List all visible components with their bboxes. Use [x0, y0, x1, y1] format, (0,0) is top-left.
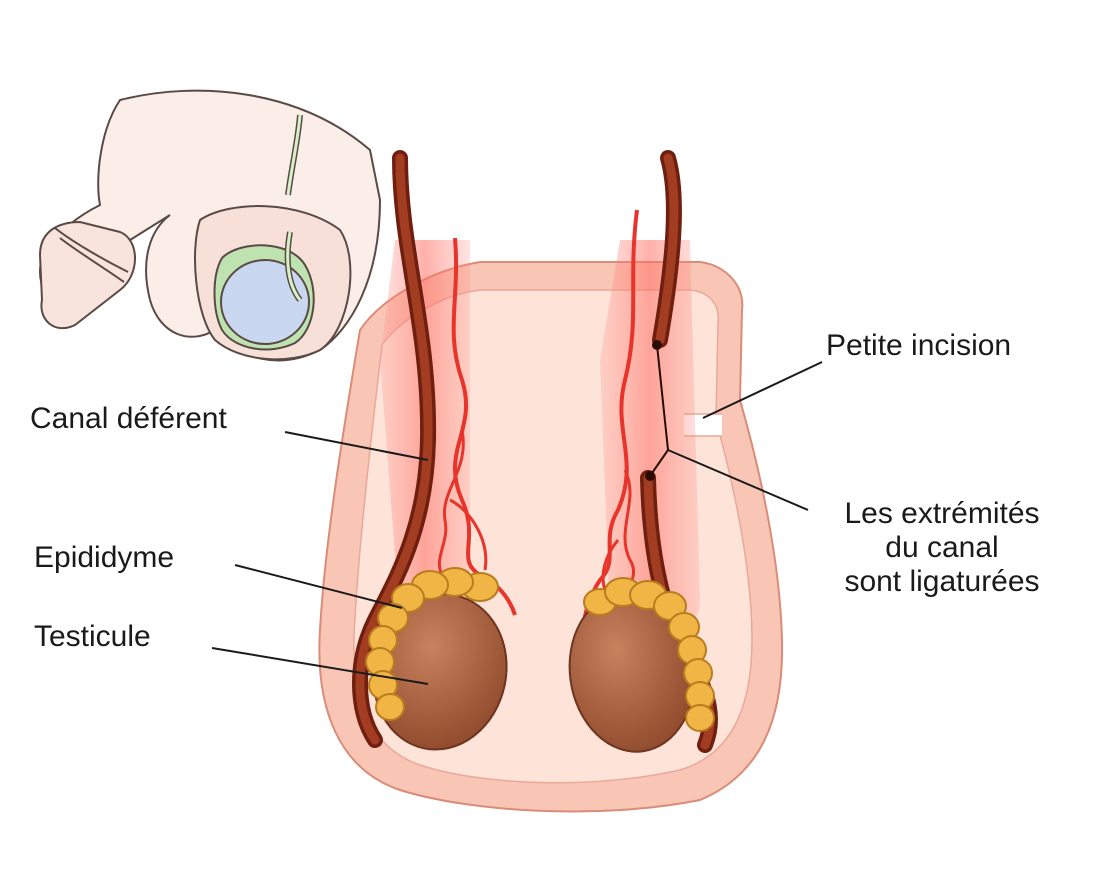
label-extremites-line-3: sont ligaturées [844, 565, 1040, 598]
leader-extremites [667, 449, 809, 511]
label-epididyme: Epididyme [34, 541, 175, 574]
inset-testis [220, 259, 310, 345]
label-testicule: Testicule [34, 620, 151, 653]
label-extremites-line-2: du canal [885, 531, 999, 564]
leader-lines [211, 361, 823, 685]
inset-illustration [38, 89, 382, 362]
right-epididymis [583, 577, 715, 732]
left-testis-group [365, 567, 508, 751]
leader-incision [702, 361, 823, 419]
label-canal-deferent: Canal déférent [30, 402, 227, 435]
left-spermatic-cord [352, 150, 517, 748]
right-spermatic-cord [581, 150, 718, 753]
label-petite-incision: Petite incision [826, 329, 1012, 362]
leader-canal [284, 431, 429, 461]
label-extremites-line-1: Les extrémités [844, 497, 1040, 530]
inset-penis [38, 220, 136, 330]
leader-testicule [211, 647, 429, 685]
label-extremites-ligaturees: Les extrémités du canal sont ligaturées [812, 497, 1072, 599]
right-testis-group [568, 577, 715, 753]
left-epididymis [365, 567, 499, 721]
leader-epididyme [234, 564, 403, 609]
